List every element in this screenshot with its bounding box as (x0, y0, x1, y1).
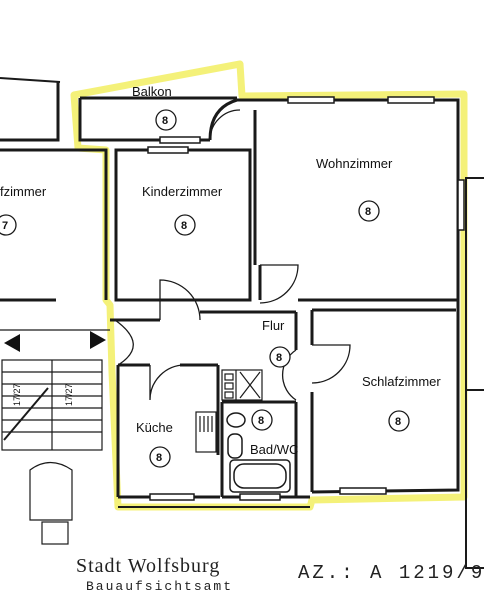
neighbor-right (465, 177, 484, 569)
arrow-left-icon (4, 334, 20, 352)
unit-number-balkon: 8 (162, 115, 168, 127)
unit-number-wohnzimmer: 8 (365, 206, 371, 218)
unit-number-flur: 8 (276, 352, 282, 364)
kitchen-fixtures (195, 369, 263, 453)
room-label-balkon: Balkon (132, 84, 172, 99)
bath-fixtures (226, 412, 291, 493)
walls (0, 77, 460, 508)
door-swings (114, 109, 351, 401)
room-label-schlafzimmer: Schlafzimmer (362, 374, 441, 389)
unit-number-kueche: 8 (156, 452, 162, 464)
stair-label-right: 17/27 (64, 383, 74, 406)
room-label-kueche: Küche (136, 420, 173, 435)
stamp-department: Bauaufsichtsamt (86, 579, 233, 594)
room-label-kinderzimmer: Kinderzimmer (142, 184, 223, 199)
room-label-wohnzimmer: Wohnzimmer (316, 156, 393, 171)
room-label-bad: Bad/WC (250, 442, 298, 457)
apartment-highlight (70, 60, 468, 511)
unit-number-bad: 8 (258, 415, 264, 427)
stamp-authority: Stadt Wolfsburg (76, 555, 220, 577)
room-label-flur: Flur (262, 318, 285, 333)
room-label-left-neighbor: fzimmer (0, 184, 47, 199)
unit-number-kinderzimmer: 8 (181, 220, 187, 232)
file-reference: AZ.: A 1219/9 (298, 562, 484, 584)
unit-number-left-neighbor: 7 (2, 220, 8, 232)
unit-number-schlafzimmer: 8 (395, 416, 401, 428)
stair-label-left: 17/27 (12, 383, 22, 406)
windows (147, 96, 465, 501)
stairwell (0, 329, 110, 545)
arrow-right-icon (90, 331, 106, 349)
unit-markers (0, 109, 410, 468)
